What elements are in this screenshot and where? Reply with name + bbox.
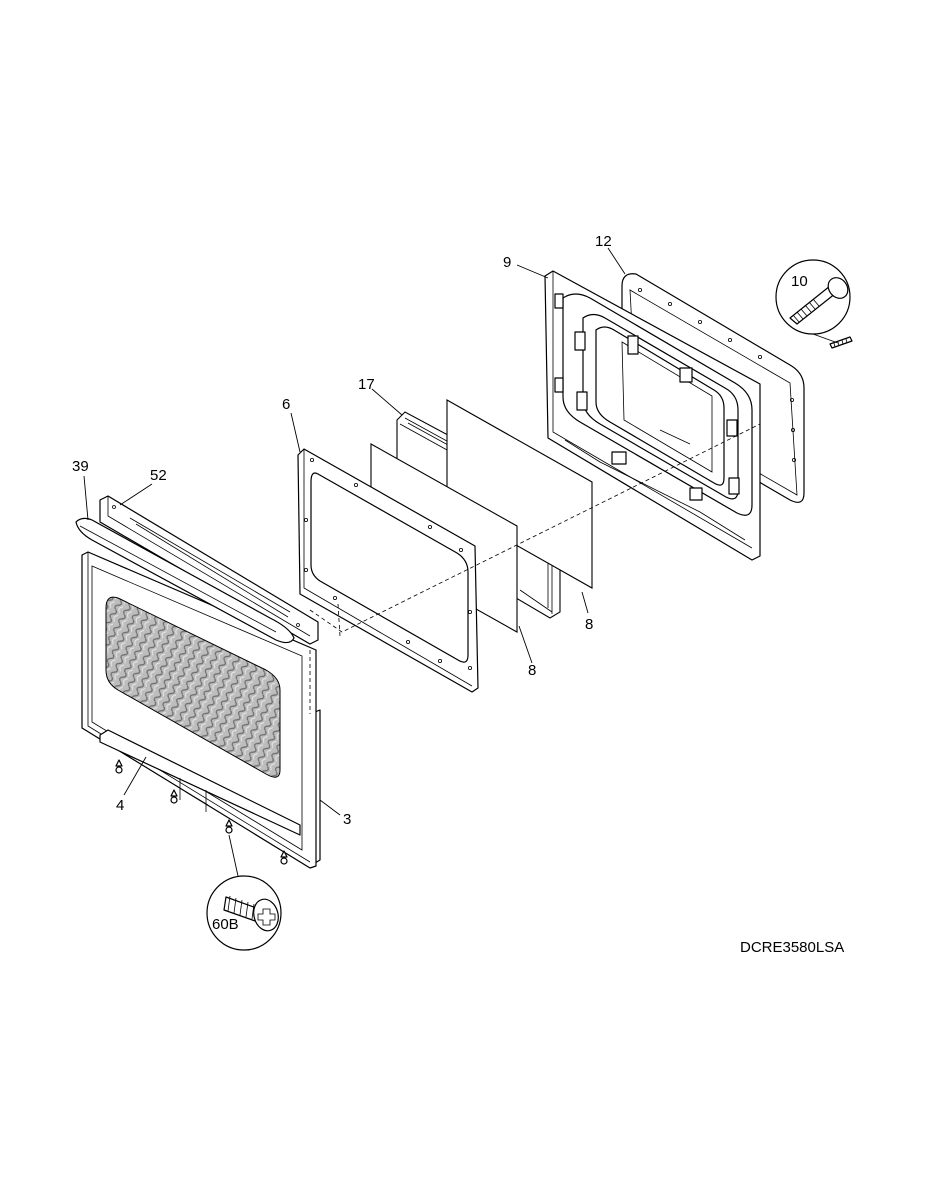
screw-detail-60b (206, 875, 282, 951)
inner-door-liner-9 (544, 270, 761, 561)
inner-door-frame-6 (297, 448, 479, 693)
leader-lines (83, 247, 626, 877)
outer-door-glass-4 (81, 551, 317, 869)
callout-4: 4 (116, 797, 124, 814)
callout-52: 52 (150, 467, 167, 484)
callout-12: 12 (595, 233, 612, 250)
assembly-alignment-lines (309, 423, 761, 714)
callout-10: 10 (791, 273, 808, 290)
door-bottom-trim (99, 729, 301, 836)
bottom-screws (115, 759, 288, 865)
callout-39: 39 (72, 458, 89, 475)
callout-60b: 60B (212, 916, 239, 933)
callout-9: 9 (503, 254, 511, 271)
screw-detail-10 (775, 259, 853, 349)
callout-3: 3 (343, 811, 351, 828)
glass-pane-8-rear (446, 399, 593, 589)
callout-8-rear: 8 (585, 616, 593, 633)
model-code: DCRE3580LSA (740, 939, 844, 956)
door-handle-39 (75, 517, 295, 644)
callout-6: 6 (282, 396, 290, 413)
handle-bracket-52 (99, 495, 319, 645)
callout-17: 17 (358, 376, 375, 393)
callout-8-front: 8 (528, 662, 536, 679)
callout-labels: 39 52 6 17 9 12 10 8 8 4 3 60B (72, 233, 808, 933)
